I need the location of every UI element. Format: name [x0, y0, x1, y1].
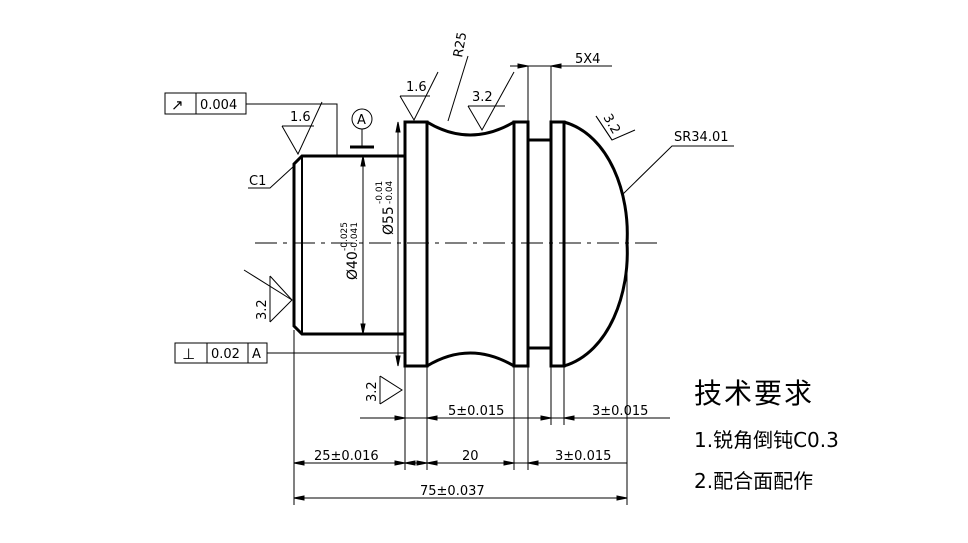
runout-frame — [164, 92, 338, 156]
requirement-item-2: 2.配合面配作 — [694, 469, 814, 493]
callout-texts: C1 R25 5X4 SR34.01 — [249, 31, 729, 189]
finish-shaft-end: 3.2 — [255, 299, 270, 320]
finish-sphere: 3.2 — [600, 112, 623, 137]
finish-flange: 1.6 — [406, 80, 427, 95]
callout-leaders — [248, 55, 734, 196]
chamfer-label: C1 — [249, 174, 266, 189]
collar-diameter-upper: -0.01 — [375, 181, 385, 204]
neck-label: 5X4 — [575, 52, 600, 67]
dim-flange-width: 5±0.015 — [448, 404, 504, 419]
dimension-texts: 25±0.016 20 5±0.015 3±0.015 3±0.015 75±0… — [314, 404, 648, 499]
dim-neck-width-upper: 3±0.015 — [592, 404, 648, 419]
extension-lines — [293, 66, 628, 505]
surface-finish-marks — [243, 71, 636, 405]
finish-top-shaft: 1.6 — [290, 110, 311, 125]
dim-overall-length: 75±0.037 — [420, 484, 485, 499]
shaft-diameter-lower: -0.041 — [350, 222, 360, 251]
collar-diameter: Ø55 -0.01 -0.04 — [375, 180, 397, 235]
datum-letter: A — [357, 113, 366, 128]
shaft-diameter-upper: -0.025 — [340, 222, 350, 251]
perpendicularity-symbol: ⊥ — [182, 345, 195, 363]
datum-symbol — [350, 108, 374, 149]
dimension-lines — [293, 63, 670, 501]
perpendicularity-datum: A — [252, 347, 261, 362]
technical-requirements: 技术要求 1.锐角倒钝C0.3 2.配合面配作 — [694, 372, 839, 494]
shaft-diameter-nominal: Ø40 — [345, 251, 361, 280]
sphere-radius-label: SR34.01 — [674, 130, 729, 145]
dim-groove-length: 20 — [462, 449, 479, 464]
shaft-diameter: Ø40 -0.025 -0.041 — [340, 222, 361, 280]
requirement-item-1: 1.锐角倒钝C0.3 — [694, 428, 839, 452]
runout-value: 0.004 — [200, 98, 237, 113]
perpendicularity-frame — [174, 342, 405, 364]
finish-groove: 3.2 — [472, 90, 493, 105]
collar-diameter-nominal: Ø55 — [381, 206, 397, 235]
collar-diameter-lower: -0.04 — [385, 180, 395, 204]
dim-shaft-length: 25±0.016 — [314, 449, 379, 464]
runout-symbol: ↗ — [171, 96, 184, 114]
dim-neck-width-lower: 3±0.015 — [555, 449, 611, 464]
technical-requirements-title: 技术要求 — [694, 377, 815, 410]
finish-flange-bottom: 3.2 — [365, 381, 380, 402]
groove-radius-label: R25 — [451, 31, 470, 59]
perpendicularity-value: 0.02 — [211, 347, 240, 362]
